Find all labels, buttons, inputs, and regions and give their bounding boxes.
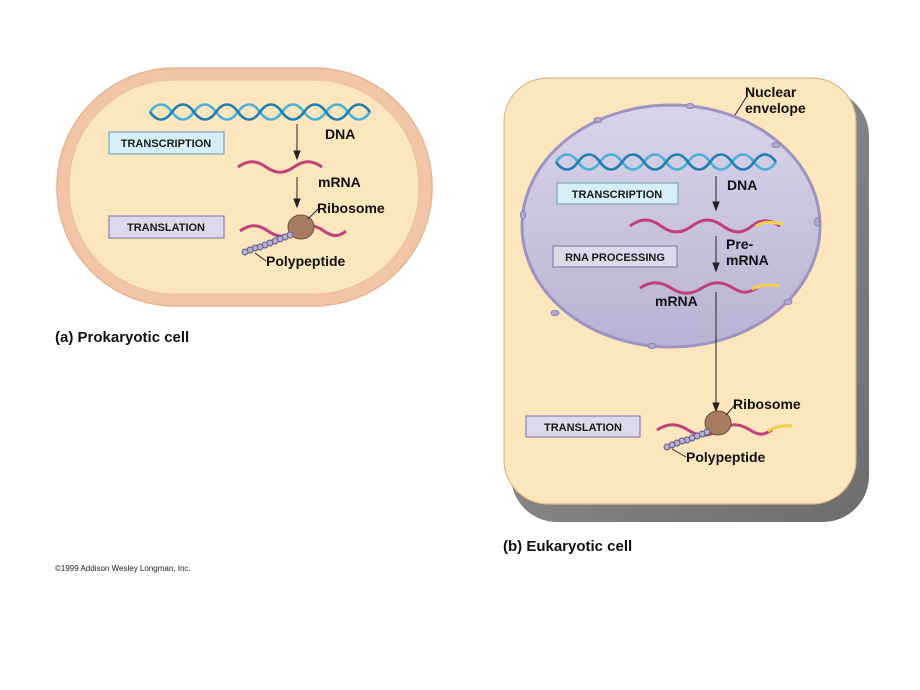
step-label: RNA PROCESSING xyxy=(565,252,665,264)
eukaryote-ribosome xyxy=(704,410,732,436)
prokaryote-polypeptide-label: Polypeptide xyxy=(266,253,346,269)
step-box xyxy=(525,415,641,438)
step-label: TRANSLATION xyxy=(127,222,205,234)
rna-processing-step: RNA PROCESSING xyxy=(552,245,678,268)
step-box xyxy=(556,182,679,205)
step-box xyxy=(108,215,225,239)
eukaryote-mrna-label: mRNA xyxy=(655,293,698,309)
prokaryotic-cell: TRANSCRIPTION DNA mRNA Ribosome Polypept… xyxy=(56,67,433,307)
prokaryote-transcription-step: TRANSCRIPTION xyxy=(108,131,225,155)
prokaryote-mrna xyxy=(237,160,323,174)
prokaryote-mrna-label: mRNA xyxy=(318,174,361,190)
step-label: TRANSCRIPTION xyxy=(121,138,212,150)
prokaryote-cytoplasm xyxy=(68,79,420,295)
eukaryote-dna-helix xyxy=(554,153,778,171)
prokaryote-dna-helix xyxy=(148,103,372,121)
nuclear-envelope-pointer xyxy=(734,95,748,116)
copyright-notice: ©1999 Addison Wesley Longman, Inc. xyxy=(55,564,191,573)
eukaryotic-cell: Nuclear envelope TRANSCRIPTION DNA Pre- … xyxy=(503,77,869,522)
pre-mrna-label-line2: mRNA xyxy=(726,252,769,268)
eukaryote-mrna xyxy=(639,281,758,295)
eukaryote-ribosome-label: Ribosome xyxy=(733,396,801,412)
nuclear-pores xyxy=(520,103,820,349)
prokaryote-polypeptide xyxy=(241,231,294,256)
prokaryote-dna-label: DNA xyxy=(325,126,355,142)
prokaryote-arrows xyxy=(293,124,301,209)
prokaryote-caption: (a) Prokaryotic cell xyxy=(55,329,189,346)
pre-mrna-cap-tail xyxy=(755,220,785,228)
ribosome-pointer xyxy=(307,208,319,220)
polypeptide-pointer xyxy=(254,252,267,262)
eukaryote-arrows xyxy=(712,176,720,413)
mrna-cap-tail xyxy=(751,283,781,291)
eukaryote-translation-step: TRANSLATION xyxy=(525,415,641,438)
eukaryote-polypeptide xyxy=(663,428,711,451)
step-box xyxy=(108,131,225,155)
dna-strand-b xyxy=(554,153,778,171)
dna-strand-b xyxy=(148,103,372,121)
pre-mrna-label-line1: Pre- xyxy=(726,236,754,252)
eukaryote-transcription-step: TRANSCRIPTION xyxy=(556,182,679,205)
eukaryote-dna-label: DNA xyxy=(727,177,757,193)
nuclear-envelope-label-line1: Nuclear xyxy=(745,84,797,100)
eukaryote-polypeptide-label: Polypeptide xyxy=(686,449,766,465)
prokaryote-ribosome-label: Ribosome xyxy=(317,200,385,216)
translated-mrna-tail xyxy=(767,424,793,433)
step-label: TRANSLATION xyxy=(544,422,622,434)
step-box xyxy=(552,245,678,268)
nucleus xyxy=(520,103,822,349)
step-label: TRANSCRIPTION xyxy=(572,189,663,201)
polypeptide-pointer xyxy=(671,448,687,458)
pre-mrna xyxy=(629,218,781,234)
prokaryote-translation-step: TRANSLATION xyxy=(108,215,225,239)
ribosome-pointer xyxy=(725,404,736,416)
eukaryote-caption: (b) Eukaryotic cell xyxy=(503,538,632,555)
nuclear-envelope-label-line2: envelope xyxy=(745,100,806,116)
prokaryote-ribosome xyxy=(287,214,315,240)
